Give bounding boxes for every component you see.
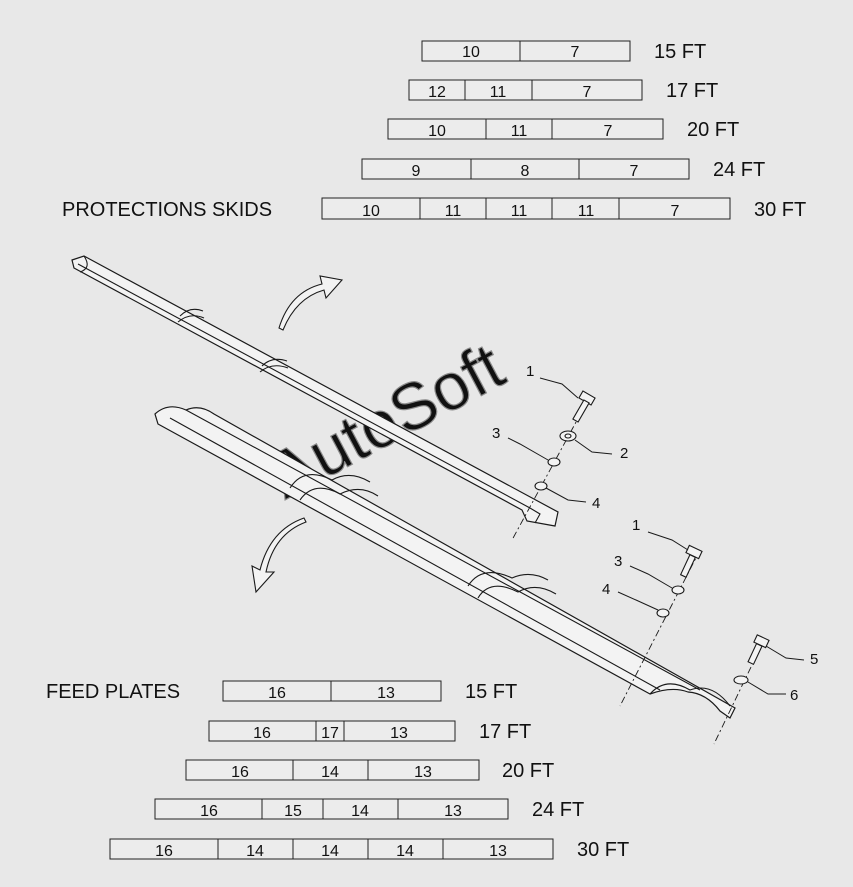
segment-label: 10	[428, 123, 446, 140]
segment-label: 10	[362, 203, 380, 220]
rotate-arrow-up-icon	[278, 275, 344, 331]
segment-label: 13	[444, 803, 462, 820]
segment-label: 13	[414, 764, 432, 781]
segment-label: 17	[321, 725, 339, 742]
plate-row-30ft: 16 14 14 14 13 30 FT	[109, 838, 629, 861]
length-label: 24 FT	[532, 799, 584, 821]
end-hardware: 5 6	[713, 634, 818, 745]
segment-label: 16	[200, 803, 218, 820]
segment-label: 16	[155, 843, 173, 860]
length-label: 15 FT	[465, 681, 517, 703]
protection-skid-drawing	[71, 255, 559, 527]
segment-label: 16	[231, 764, 249, 781]
plate-row-15ft: 16 13 15 FT	[222, 680, 517, 703]
feed-plate-drawing	[154, 406, 736, 719]
segment-label: 11	[578, 203, 595, 220]
plate-hardware: 1 3 4	[602, 517, 703, 707]
rotate-arrow-down-icon	[251, 517, 307, 594]
segment-label: 10	[462, 44, 480, 61]
callout-end-washer: 6	[790, 687, 798, 704]
skid-row-20ft: 10 11 7 20 FT	[387, 118, 739, 141]
segment-label: 7	[604, 123, 613, 140]
plate-row-17ft: 16 17 13 17 FT	[208, 720, 531, 743]
callout-end-screw: 5	[810, 651, 818, 668]
callout-skid-screw: 1	[526, 363, 534, 380]
callout-plate-screw: 1	[632, 517, 640, 534]
callout-plate-washer-a: 3	[614, 553, 622, 570]
length-label: 24 FT	[713, 159, 765, 181]
segment-label: 13	[489, 843, 507, 860]
segment-label: 11	[490, 84, 507, 101]
length-label: 15 FT	[654, 41, 706, 63]
segment-label: 14	[321, 764, 339, 781]
skid-hardware: 1 2 3 4	[492, 363, 628, 541]
plate-row-24ft: 16 15 14 13 24 FT	[154, 798, 584, 821]
skid-row-24ft: 9 8 7 24 FT	[361, 158, 765, 181]
segment-label: 11	[511, 203, 528, 220]
skid-row-15ft: 10 7 15 FT	[421, 40, 706, 63]
length-label: 20 FT	[687, 119, 739, 141]
length-label: 17 FT	[666, 80, 718, 102]
segment-label: 11	[511, 123, 528, 140]
callout-plate-washer-b: 4	[602, 581, 610, 598]
segment-label: 16	[268, 685, 286, 702]
skid-row-17ft: 12 11 7 17 FT	[408, 79, 718, 102]
plate-row-20ft: 16 14 13 20 FT	[185, 759, 554, 782]
segment-label: 12	[428, 84, 446, 101]
segment-label: 14	[351, 803, 369, 820]
feed-plates-title: FEED PLATES	[46, 681, 180, 703]
segment-label: 14	[321, 843, 339, 860]
callout-skid-washer-a: 3	[492, 425, 500, 442]
length-label: 20 FT	[502, 760, 554, 782]
segment-label: 14	[396, 843, 414, 860]
segment-label: 7	[630, 163, 639, 180]
segment-label: 16	[253, 725, 271, 742]
segment-label: 13	[377, 685, 395, 702]
callout-skid-washer-large: 2	[620, 445, 628, 462]
protection-skids-title: PROTECTIONS SKIDS	[62, 199, 272, 221]
length-label: 30 FT	[577, 839, 629, 861]
length-label: 30 FT	[754, 199, 806, 221]
segment-label: 7	[571, 44, 580, 61]
callout-skid-washer-b: 4	[592, 495, 600, 512]
segment-label: 8	[521, 163, 530, 180]
segment-label: 7	[671, 203, 680, 220]
segment-label: 9	[412, 163, 421, 180]
length-label: 17 FT	[479, 721, 531, 743]
segment-label: 14	[246, 843, 264, 860]
segment-label: 15	[284, 803, 302, 820]
segment-label: 7	[583, 84, 592, 101]
segment-label: 11	[445, 203, 462, 220]
skid-row-30ft: 10 11 11 11 7 30 FT	[321, 197, 806, 221]
segment-label: 13	[390, 725, 408, 742]
